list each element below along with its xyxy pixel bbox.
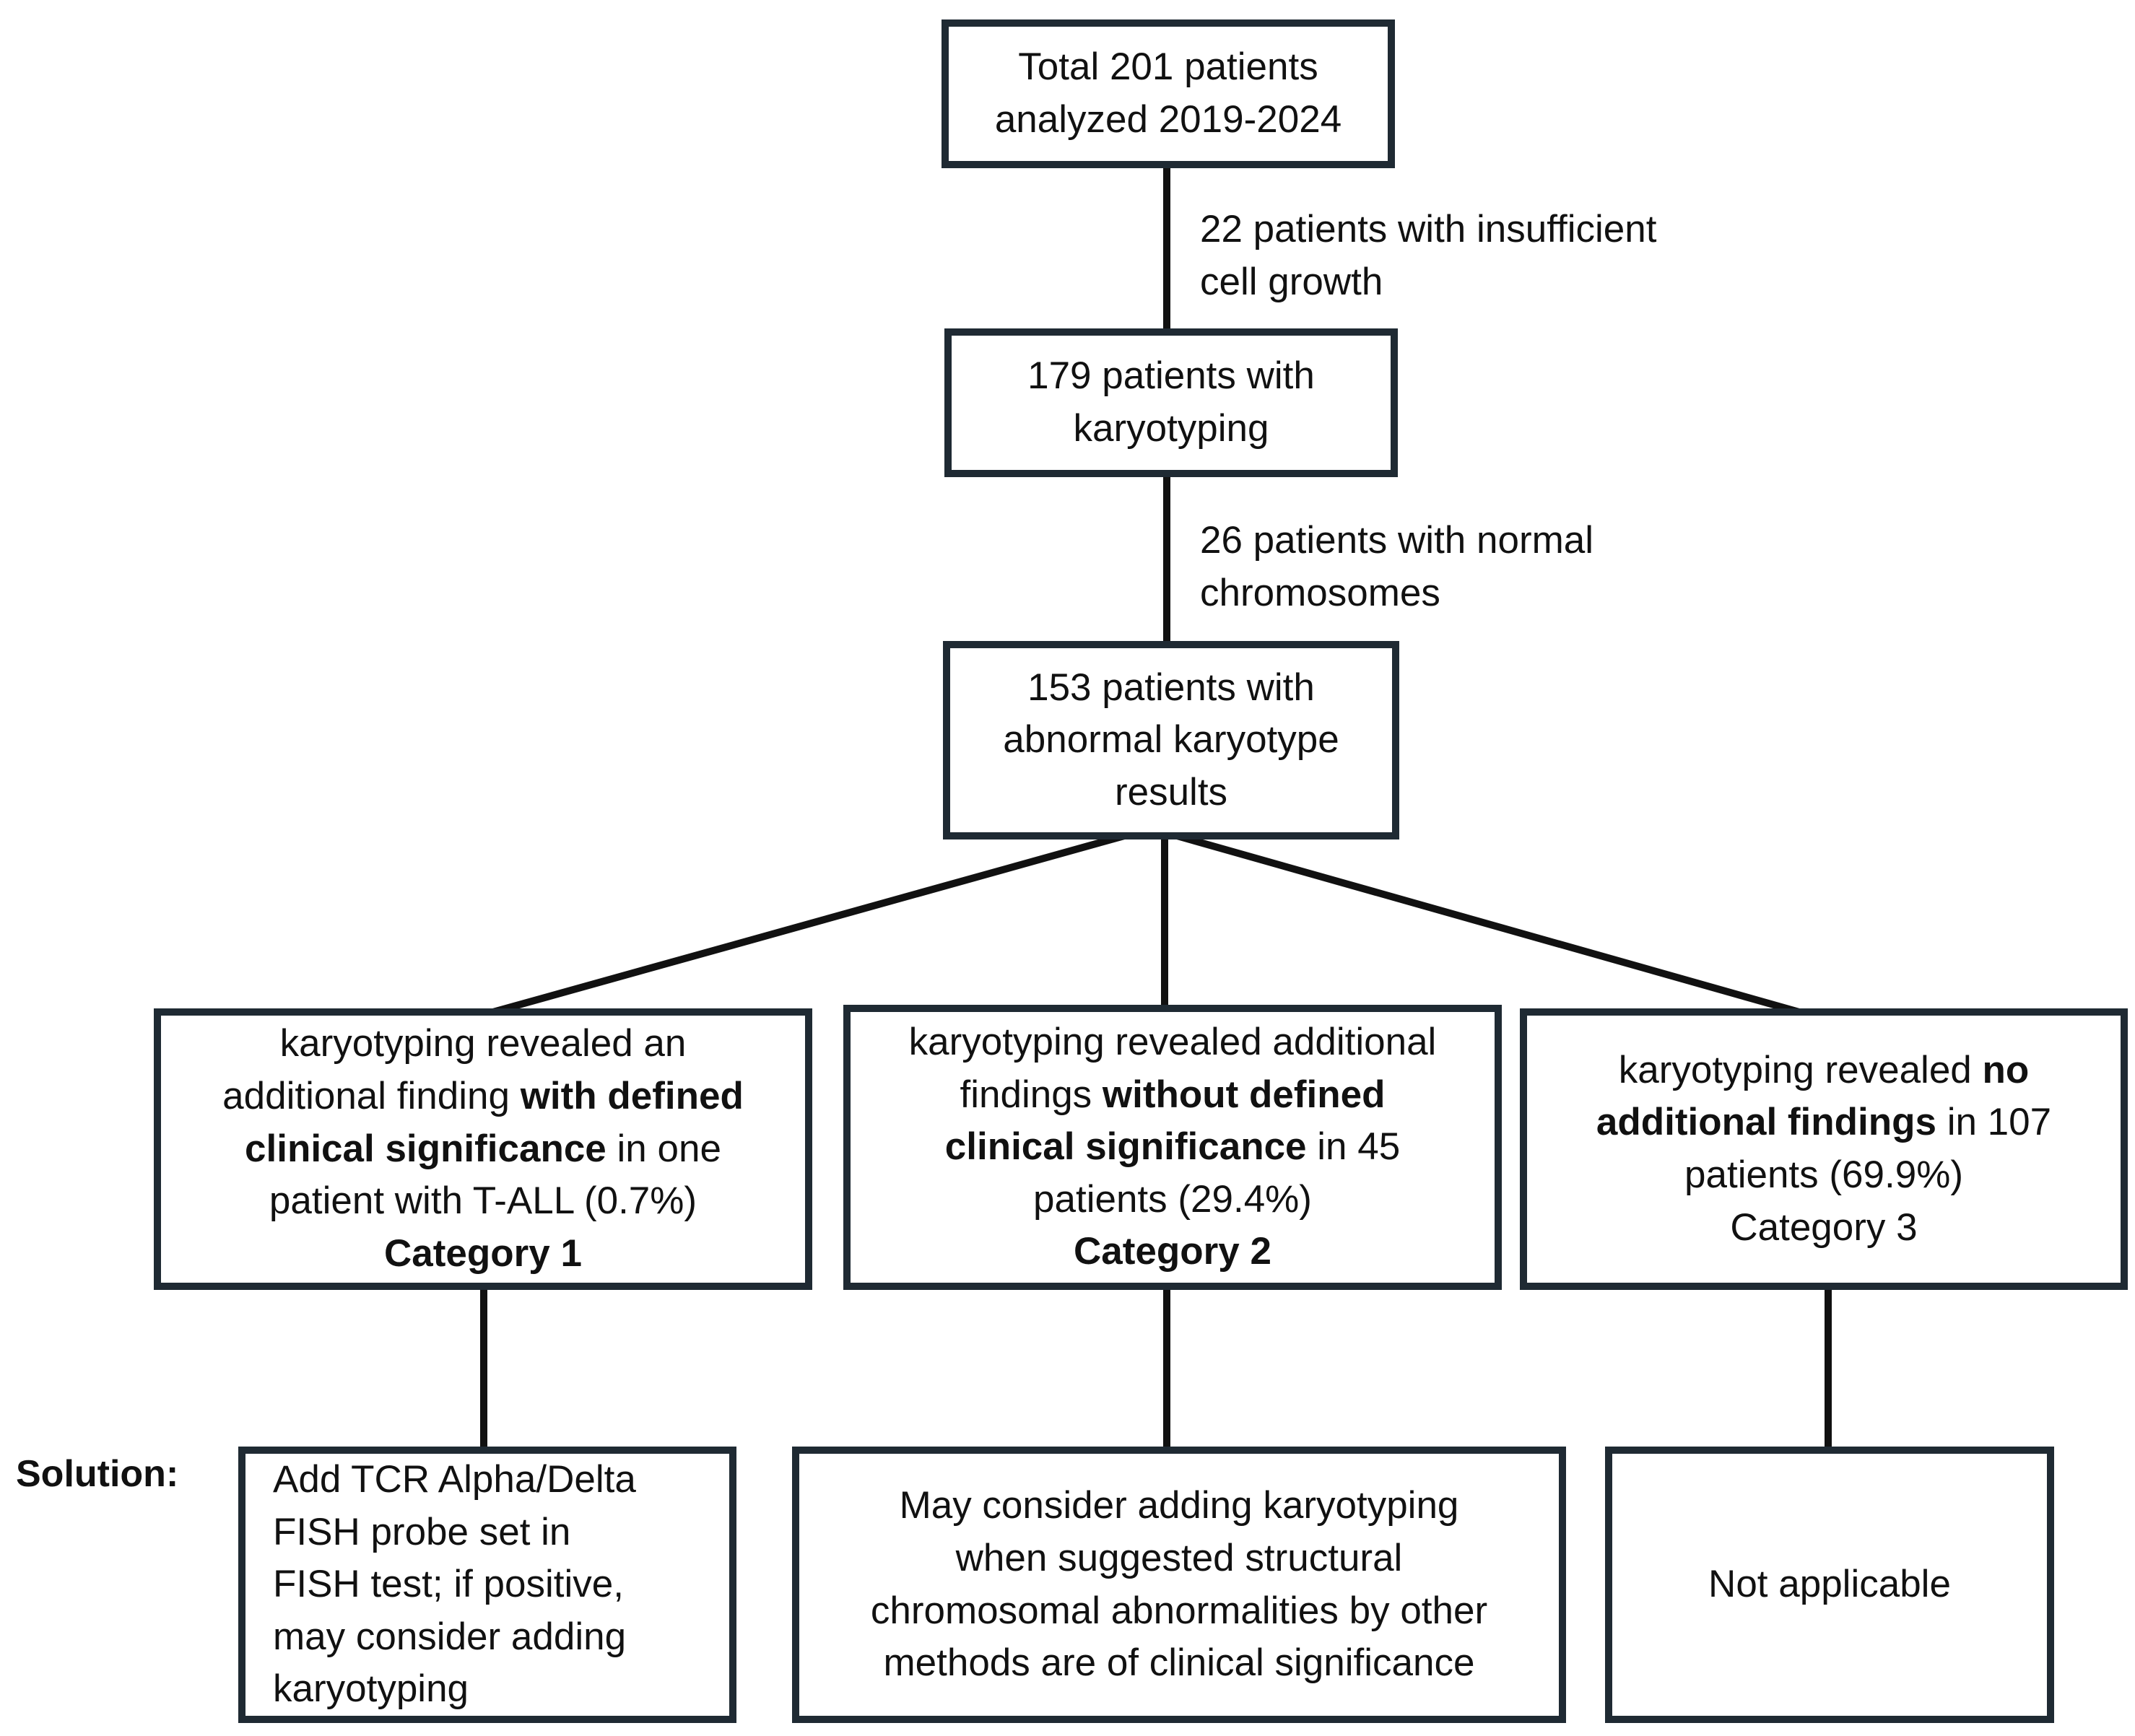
- solution-3-line-1: Not applicable: [1708, 1563, 1951, 1606]
- exclusion-note-1-line-2: cell growth: [1200, 260, 1383, 303]
- category-1-line-1: karyotyping revealed an: [279, 1022, 687, 1065]
- category-1-line-3-bold: clinical significance: [245, 1127, 606, 1170]
- solution-2-line-3: chromosomal abnormalities by other: [870, 1589, 1488, 1632]
- abnormal-line-2: abnormal karyotype: [1003, 718, 1339, 762]
- category-1-line-3: clinical significance in one: [222, 1123, 744, 1176]
- category-1-line-2-plain: additional finding: [222, 1075, 521, 1118]
- category-3-line-2: additional findings in 107: [1596, 1096, 2051, 1149]
- solution-1-line-5: karyotyping: [273, 1667, 469, 1711]
- category-3-line-1-bold: no: [1982, 1048, 2030, 1091]
- category-1-line-2-bold: with defined: [520, 1075, 744, 1118]
- karyotyping-line-2: karyotyping: [1073, 407, 1269, 450]
- category-3-line-1-plain: karyotyping revealed: [1618, 1048, 1983, 1091]
- category-1-label: Category 1: [222, 1228, 744, 1281]
- category-2-line-2: findings without defined: [909, 1069, 1437, 1122]
- category-3-line-3: patients (69.9%): [1684, 1153, 1963, 1196]
- exclusion-note-2-line-1: 26 patients with normal: [1200, 519, 1594, 562]
- category-3-line-2-plain: in 107: [1936, 1101, 2052, 1144]
- exclusion-note-1-line-1: 22 patients with insufficient: [1200, 208, 1657, 250]
- abnormal-line-1: 153 patients with: [1027, 666, 1315, 709]
- solution-1-line-3: FISH test; if positive,: [273, 1563, 624, 1606]
- category-3-line-1: karyotyping revealed no: [1596, 1044, 2051, 1097]
- total-patients-box: Total 201 patients analyzed 2019-2024: [942, 19, 1395, 168]
- category-2-line-1: karyotyping revealed additional: [908, 1020, 1437, 1063]
- category-2-line-4: patients (29.4%): [1033, 1177, 1312, 1221]
- category-2-line-3-plain: in 45: [1306, 1125, 1401, 1169]
- connector-abnormal-to-category-1: [492, 832, 1126, 1016]
- category-2-box: karyotyping revealed additional findings…: [843, 1005, 1502, 1290]
- total-patients-line-1: Total 201 patients: [1018, 45, 1318, 89]
- exclusion-note-2-line-2: chromosomes: [1200, 571, 1440, 614]
- category-1-line-3-plain: in one: [606, 1127, 721, 1170]
- solution-2-box: May consider adding karyotyping when sug…: [792, 1447, 1566, 1723]
- category-1-line-4: patient with T-ALL (0.7%): [269, 1179, 697, 1223]
- category-3-label: Category 3: [1730, 1205, 1918, 1249]
- solution-1-line-4: may consider adding: [273, 1615, 627, 1658]
- solution-2-line-2: when suggested structural: [955, 1536, 1403, 1579]
- abnormal-line-3: results: [1114, 770, 1228, 814]
- abnormal-karyotype-box: 153 patients with abnormal karyotype res…: [943, 641, 1399, 839]
- category-3-box: karyotyping revealed no additional findi…: [1520, 1008, 2128, 1290]
- category-1-line-2: additional finding with defined: [222, 1070, 744, 1123]
- category-2-line-3: clinical significance in 45: [909, 1121, 1437, 1174]
- category-2-label: Category 2: [909, 1226, 1437, 1278]
- karyotyping-patients-box: 179 patients with karyotyping: [944, 328, 1398, 477]
- solution-1-line-1: Add TCR Alpha/Delta: [273, 1457, 636, 1501]
- solution-2-line-4: methods are of clinical significance: [883, 1641, 1475, 1685]
- category-1-label-text: Category 1: [384, 1231, 582, 1275]
- solution-1-box: Add TCR Alpha/Delta FISH probe set in FI…: [238, 1447, 736, 1723]
- connector-abnormal-to-category-3: [1175, 832, 1801, 1016]
- total-patients-line-2: analyzed 2019-2024: [994, 98, 1342, 141]
- solution-2-line-1: May consider adding karyotyping: [899, 1484, 1459, 1527]
- solution-1-line-2: FISH probe set in: [273, 1510, 571, 1553]
- category-3-line-2-bold: additional findings: [1596, 1101, 1936, 1144]
- category-1-box: karyotyping revealed an additional findi…: [154, 1008, 812, 1290]
- category-2-label-text: Category 2: [1074, 1230, 1271, 1273]
- category-2-line-2-bold: without defined: [1102, 1073, 1386, 1116]
- karyotyping-line-1: 179 patients with: [1027, 354, 1315, 398]
- solution-3-box: Not applicable: [1605, 1447, 2054, 1723]
- exclusion-note-normal-chromosomes: 26 patients with normal chromosomes: [1200, 515, 1593, 619]
- category-2-line-2-plain: findings: [960, 1073, 1103, 1116]
- exclusion-note-insufficient-growth: 22 patients with insufficient cell growt…: [1200, 204, 1656, 308]
- category-2-line-3-bold: clinical significance: [944, 1125, 1307, 1169]
- solution-label: Solution:: [16, 1453, 179, 1495]
